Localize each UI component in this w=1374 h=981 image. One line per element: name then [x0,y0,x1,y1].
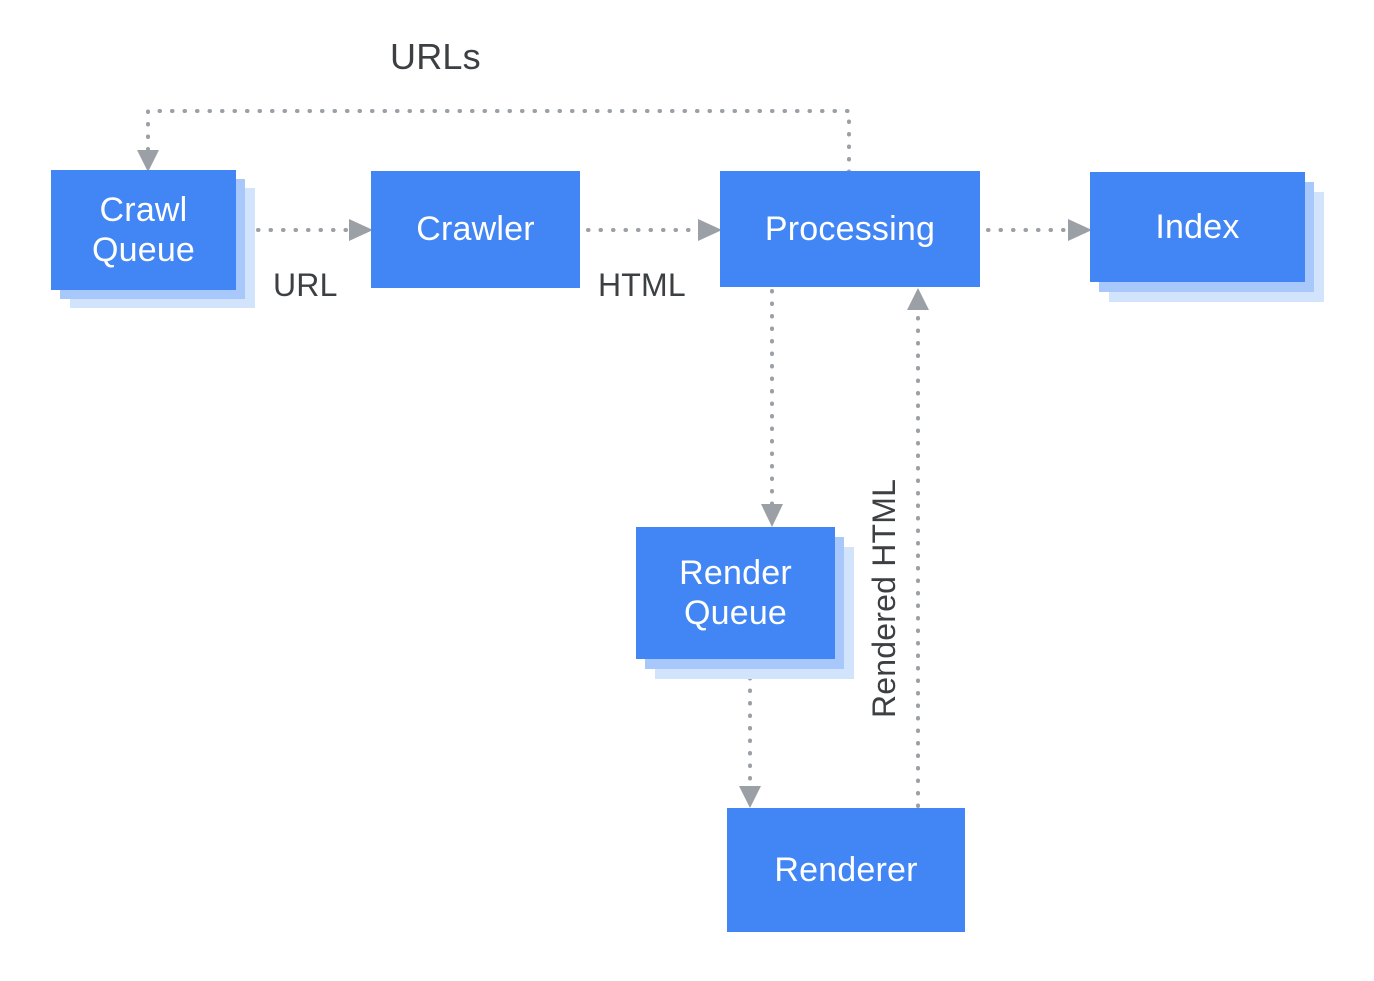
edge-crawler-to-processing [586,219,722,241]
node-crawl-queue[interactable]: Crawl Queue [51,170,256,308]
node-crawler-label: Crawler [371,171,580,288]
edge-label-urls: URLs [390,36,481,77]
edge-render-queue-to-renderer [739,676,761,808]
node-index[interactable]: Index [1090,172,1325,302]
edge-crawl-queue-to-crawler [256,219,373,241]
node-renderer[interactable]: Renderer [727,808,965,932]
edge-processing-to-render-queue [761,289,783,527]
node-render-queue-label: Render Queue [636,527,835,659]
node-crawl-queue-label: Crawl Queue [51,170,236,290]
node-processing-label: Processing [720,171,980,287]
node-render-queue[interactable]: Render Queue [636,527,855,679]
node-processing[interactable]: Processing [720,171,980,287]
edge-processing-to-crawl-queue [137,109,851,174]
edge-label-rendered-html: Rendered HTML [866,478,902,718]
edge-label-url: URL [273,267,338,303]
node-crawler[interactable]: Crawler [371,171,580,288]
edge-renderer-to-processing [907,288,929,808]
edge-label-html: HTML [598,267,686,303]
node-index-label: Index [1090,172,1305,282]
node-renderer-label: Renderer [727,808,965,932]
edge-processing-to-index [986,219,1092,241]
